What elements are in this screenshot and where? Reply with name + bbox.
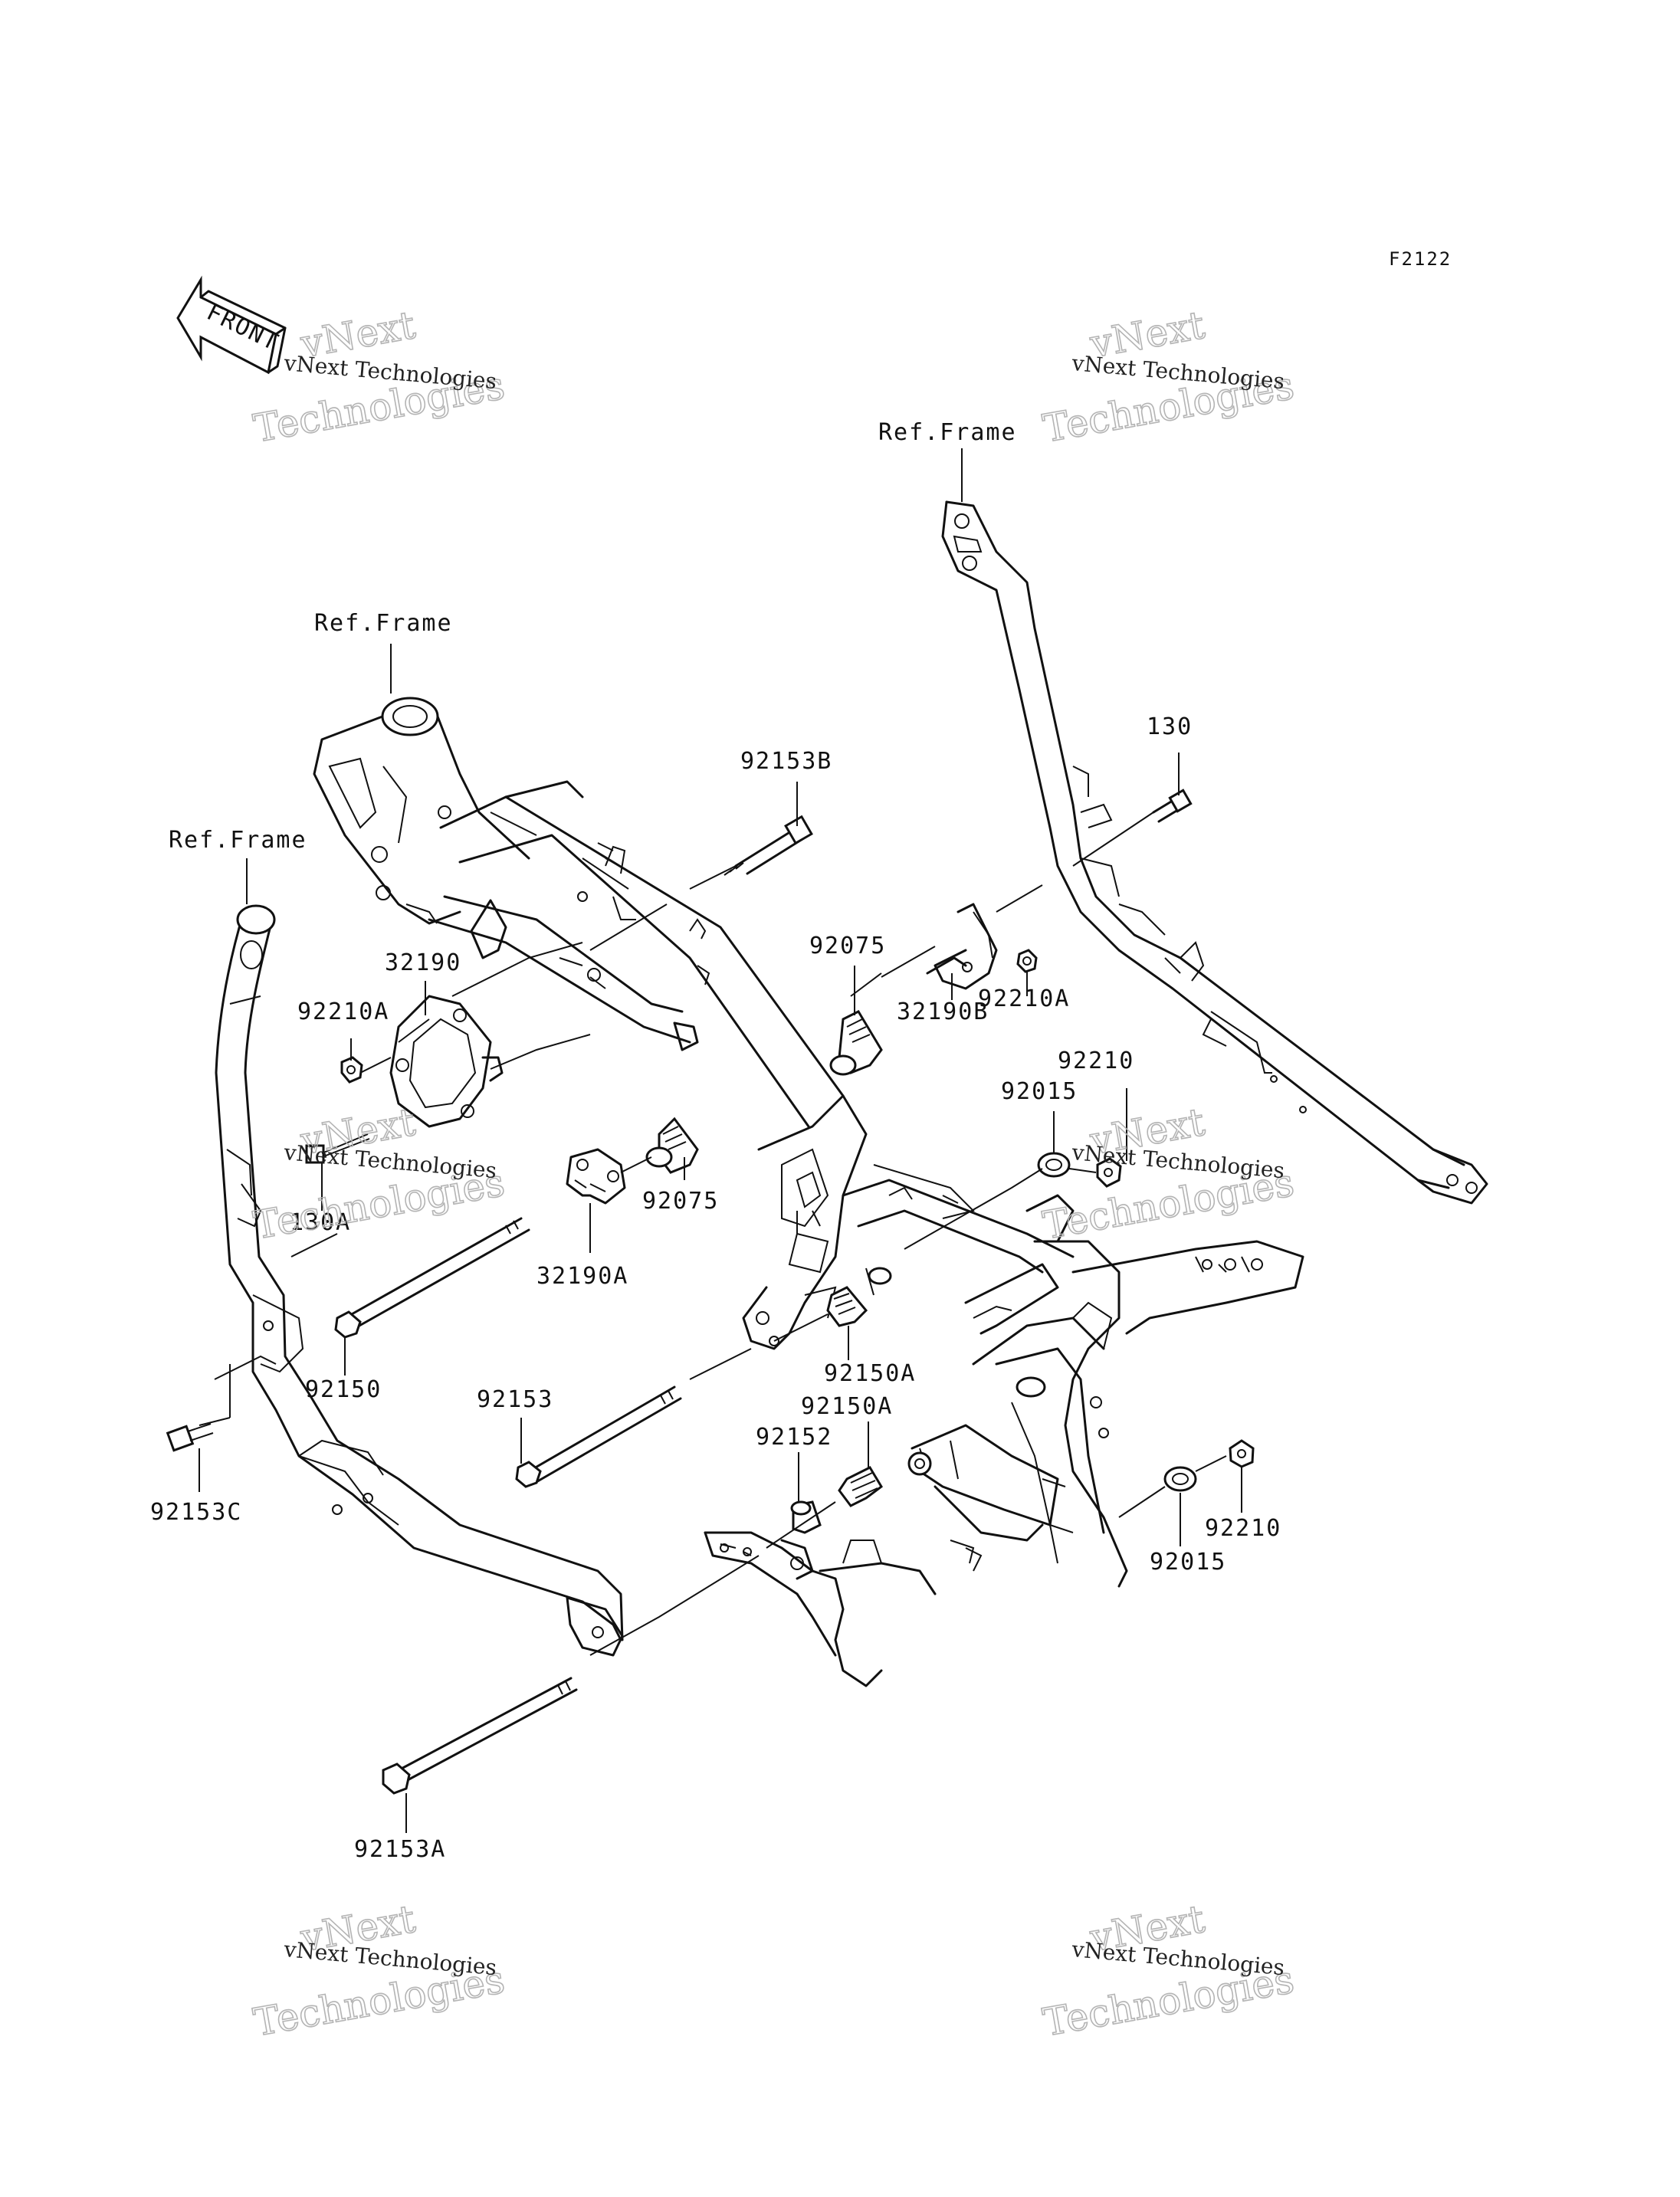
ref-frame-label-headstock: Ref.Frame: [314, 610, 453, 637]
bracket-32190B: [926, 903, 998, 990]
bolt-92153C: [166, 1423, 214, 1452]
rear-lower-frame: [704, 1194, 1304, 1687]
part-label-92150A-upper: 92150A: [824, 1360, 916, 1387]
part-label-92015-top: 92015: [1001, 1078, 1078, 1105]
bushing-92075-right: [829, 1010, 883, 1076]
figure-code: F2122: [1389, 248, 1452, 270]
part-label-92075-left: 92075: [642, 1188, 719, 1215]
nut-92210-bottom: [1229, 1439, 1255, 1468]
part-label-32190B: 32190B: [897, 998, 989, 1025]
bolt-92153B: [724, 815, 813, 876]
part-label-92152: 92152: [756, 1424, 832, 1451]
part-label-92153: 92153: [477, 1386, 553, 1413]
part-label-32190A: 32190A: [536, 1263, 628, 1290]
front-arrow-icon: FRONT: [176, 275, 287, 375]
bolt-130A: [305, 1133, 370, 1164]
part-label-92153A: 92153A: [354, 1836, 446, 1863]
bolt-92150: [334, 1217, 530, 1339]
part-label-32190: 32190: [385, 949, 461, 976]
right-rear-frame-tube: [941, 500, 1488, 1205]
spacer-92150A-lower: [838, 1466, 883, 1507]
nut-92210A-left: [340, 1056, 363, 1084]
part-label-92210A-left: 92210A: [297, 998, 389, 1025]
part-label-130A: 130A: [290, 1209, 351, 1236]
bracket-32190A: [566, 1148, 626, 1205]
ref-frame-label-top-right: Ref.Frame: [878, 419, 1017, 446]
washer-92015-top: [1037, 1152, 1071, 1178]
part-label-92075-right: 92075: [809, 933, 886, 959]
bolt-92153A: [382, 1677, 578, 1795]
bolt-130: [1152, 789, 1193, 823]
nut-92210A-right: [1016, 949, 1038, 973]
ref-frame-label-left: Ref.Frame: [169, 827, 307, 854]
main-frame-headstock: [313, 697, 1075, 1350]
part-label-130: 130: [1147, 713, 1193, 740]
spacer-92150A-upper: [826, 1267, 892, 1327]
washer-92015-bottom: [1163, 1466, 1197, 1492]
part-label-92150A-lower: 92150A: [801, 1393, 893, 1420]
leader-lines: [199, 448, 1242, 1833]
part-label-92210A-right: 92210A: [978, 985, 1070, 1012]
part-label-92150: 92150: [305, 1376, 382, 1403]
nut-92210-top: [1096, 1157, 1122, 1188]
part-label-92210-top: 92210: [1058, 1048, 1134, 1074]
alignment-lines: [199, 812, 1227, 1656]
left-downtube-frame: [215, 904, 624, 1657]
bushing-92075-left: [645, 1117, 699, 1174]
part-label-92153C: 92153C: [150, 1499, 242, 1526]
bolt-92153: [515, 1385, 682, 1488]
part-label-92015-bottom: 92015: [1150, 1549, 1226, 1576]
part-label-92153B: 92153B: [740, 748, 832, 775]
part-label-92210-bottom: 92210: [1205, 1515, 1281, 1542]
